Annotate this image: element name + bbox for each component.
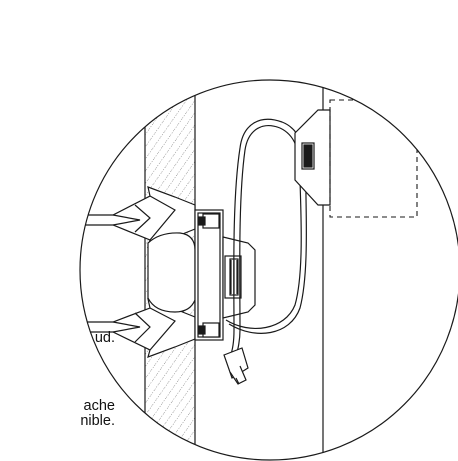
device-outline-dashed: [329, 99, 418, 218]
anchor-hub: [147, 232, 196, 313]
right-panel: [322, 80, 324, 460]
device-holder: [222, 236, 256, 319]
caption-block-2: ache nible.: [0, 399, 115, 429]
detail-view: [80, 80, 418, 460]
cable: [225, 118, 307, 358]
caption-line-2a: ache: [83, 398, 115, 414]
caption-line-1: ud.: [94, 330, 115, 346]
receiver-clip: [294, 109, 331, 206]
wall-bracket: [194, 209, 224, 341]
plug-connector: [223, 347, 249, 385]
detail-circle: [79, 79, 458, 461]
caption-line-2b: nible.: [80, 413, 115, 429]
